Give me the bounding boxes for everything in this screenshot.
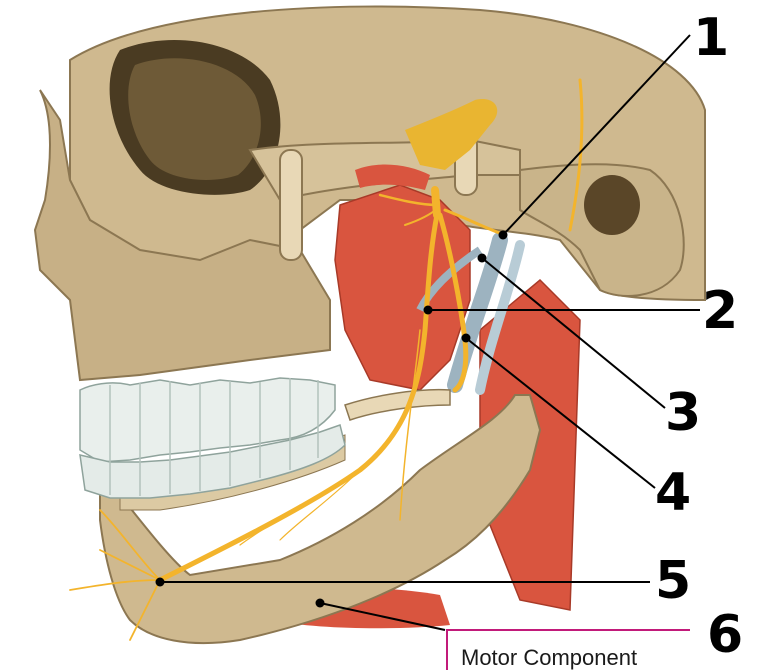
external-acoustic-meatus xyxy=(584,175,640,235)
teeth xyxy=(79,377,346,499)
leader-lines xyxy=(160,34,700,631)
label-number-6: 6 xyxy=(707,605,743,665)
leader-line-6 xyxy=(319,602,446,631)
inferior-alveolar-nerve xyxy=(157,212,440,583)
upper-teeth xyxy=(79,377,336,463)
leader-line-3 xyxy=(481,257,666,409)
label-number-2: 2 xyxy=(702,281,738,341)
label-number-1: 1 xyxy=(693,8,729,68)
vessels xyxy=(416,232,525,395)
caption-motor-component: Motor Component xyxy=(461,645,637,670)
lower-teeth xyxy=(79,424,346,499)
mandibular-nerve-trunk xyxy=(431,186,441,219)
leader-dots xyxy=(155,230,508,608)
leader-line-1 xyxy=(502,34,691,236)
label-number-4: 4 xyxy=(655,463,691,523)
lateral-pterygoid xyxy=(355,164,430,190)
mental-nerve-branches xyxy=(69,509,161,641)
leader-line-4 xyxy=(465,337,656,489)
lingual-nerve xyxy=(437,212,469,393)
pterygoid-muscle xyxy=(334,184,471,391)
label-number-3: 3 xyxy=(665,383,701,443)
caption-box: Motor Component xyxy=(446,629,690,670)
maxilla xyxy=(33,89,331,382)
nerves xyxy=(69,78,584,641)
label-number-5: 5 xyxy=(655,551,691,611)
